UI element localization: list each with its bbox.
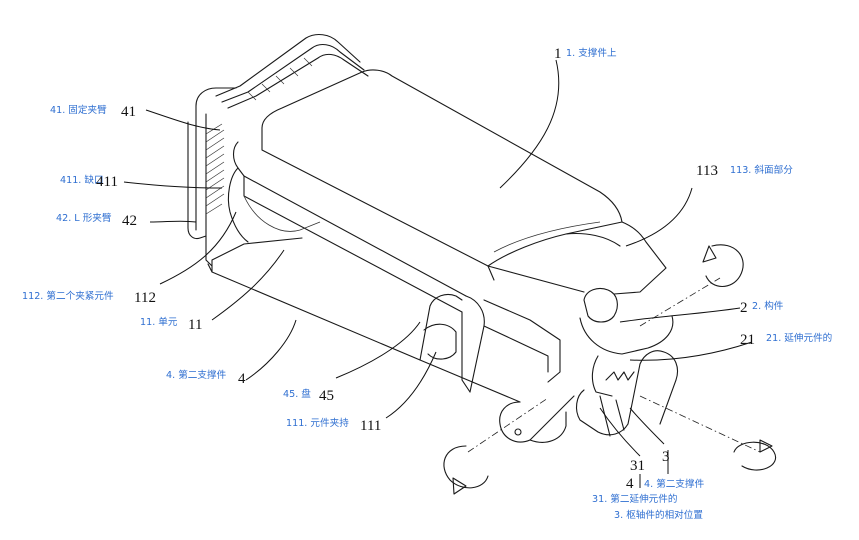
callout-31-label: 31. 第二延伸元件的: [592, 493, 677, 505]
callout-113: 113 113. 斜面部分: [696, 163, 793, 179]
callout-number: 111: [360, 418, 381, 434]
callout-label: 4. 第二支撑件: [166, 369, 227, 381]
callout-number: 411: [96, 174, 118, 190]
callout-number: 4: [626, 476, 634, 492]
callout-4-bottom: 4 4. 第二支撑件: [626, 476, 705, 492]
callout-label: 2. 构件: [752, 300, 784, 312]
callout-number: 45: [319, 388, 334, 404]
callout-11: 11. 单元 11: [140, 316, 202, 333]
callout-number: 31: [630, 458, 645, 474]
callout-21: 21 21. 延伸元件的: [740, 332, 832, 348]
callout-label: 42. L 形夹臂: [56, 212, 112, 224]
callout-111: 111. 元件夹持 111: [286, 417, 381, 434]
callout-label: 31. 第二延伸元件的: [592, 493, 677, 505]
callout-number: 42: [122, 213, 137, 229]
rotation-arrow-bottom-left: [443, 445, 489, 489]
callout-number: 2: [740, 300, 748, 316]
callout-number: 3: [662, 449, 670, 465]
callout-3: 3: [662, 449, 670, 465]
callout-42: 42. L 形夹臂 42: [56, 212, 137, 229]
callout-112: 112. 第二个夹紧元件 112: [22, 290, 156, 306]
callout-number: 113: [696, 163, 718, 179]
callout-number: 1: [554, 46, 562, 62]
callout-31: 31: [630, 458, 645, 474]
callout-number: 11: [188, 317, 202, 333]
callout-label: 11. 单元: [140, 316, 178, 328]
rotation-arrow-bottom-right: [733, 441, 777, 471]
callout-label: 21. 延伸元件的: [766, 332, 832, 344]
callout-3-label: 3. 枢轴件的相对位置: [614, 509, 703, 521]
callout-label: 3. 枢轴件的相对位置: [614, 509, 703, 521]
callout-label: 4. 第二支撑件: [644, 478, 705, 490]
callout-number: 21: [740, 332, 755, 348]
callout-label: 45. 盘: [283, 388, 311, 400]
leader-lines: [123, 59, 753, 488]
callout-label: 41. 固定夹臂: [50, 104, 107, 116]
callout-label: 1. 支撑件上: [566, 47, 617, 59]
callout-label: 112. 第二个夹紧元件: [22, 290, 114, 302]
callout-label: 111. 元件夹持: [286, 417, 349, 429]
callout-number: 41: [121, 104, 136, 120]
callout-45: 45. 盘 45: [283, 388, 334, 404]
device-illustration: [187, 33, 777, 495]
callout-label: 113. 斜面部分: [730, 164, 793, 176]
rotation-arrow-top-right: [705, 244, 744, 288]
callout-411: 411. 缺口 411: [60, 174, 118, 190]
callout-41: 41. 固定夹臂 41: [50, 104, 136, 120]
callout-4: 4. 第二支撑件 4: [166, 369, 246, 387]
callout-number: 4: [238, 371, 246, 387]
callout-number: 112: [134, 290, 156, 306]
callout-label: 411. 缺口: [60, 174, 104, 186]
callout-2: 2 2. 构件: [740, 300, 784, 316]
callout-1: 1 1. 支撑件上: [554, 46, 617, 62]
